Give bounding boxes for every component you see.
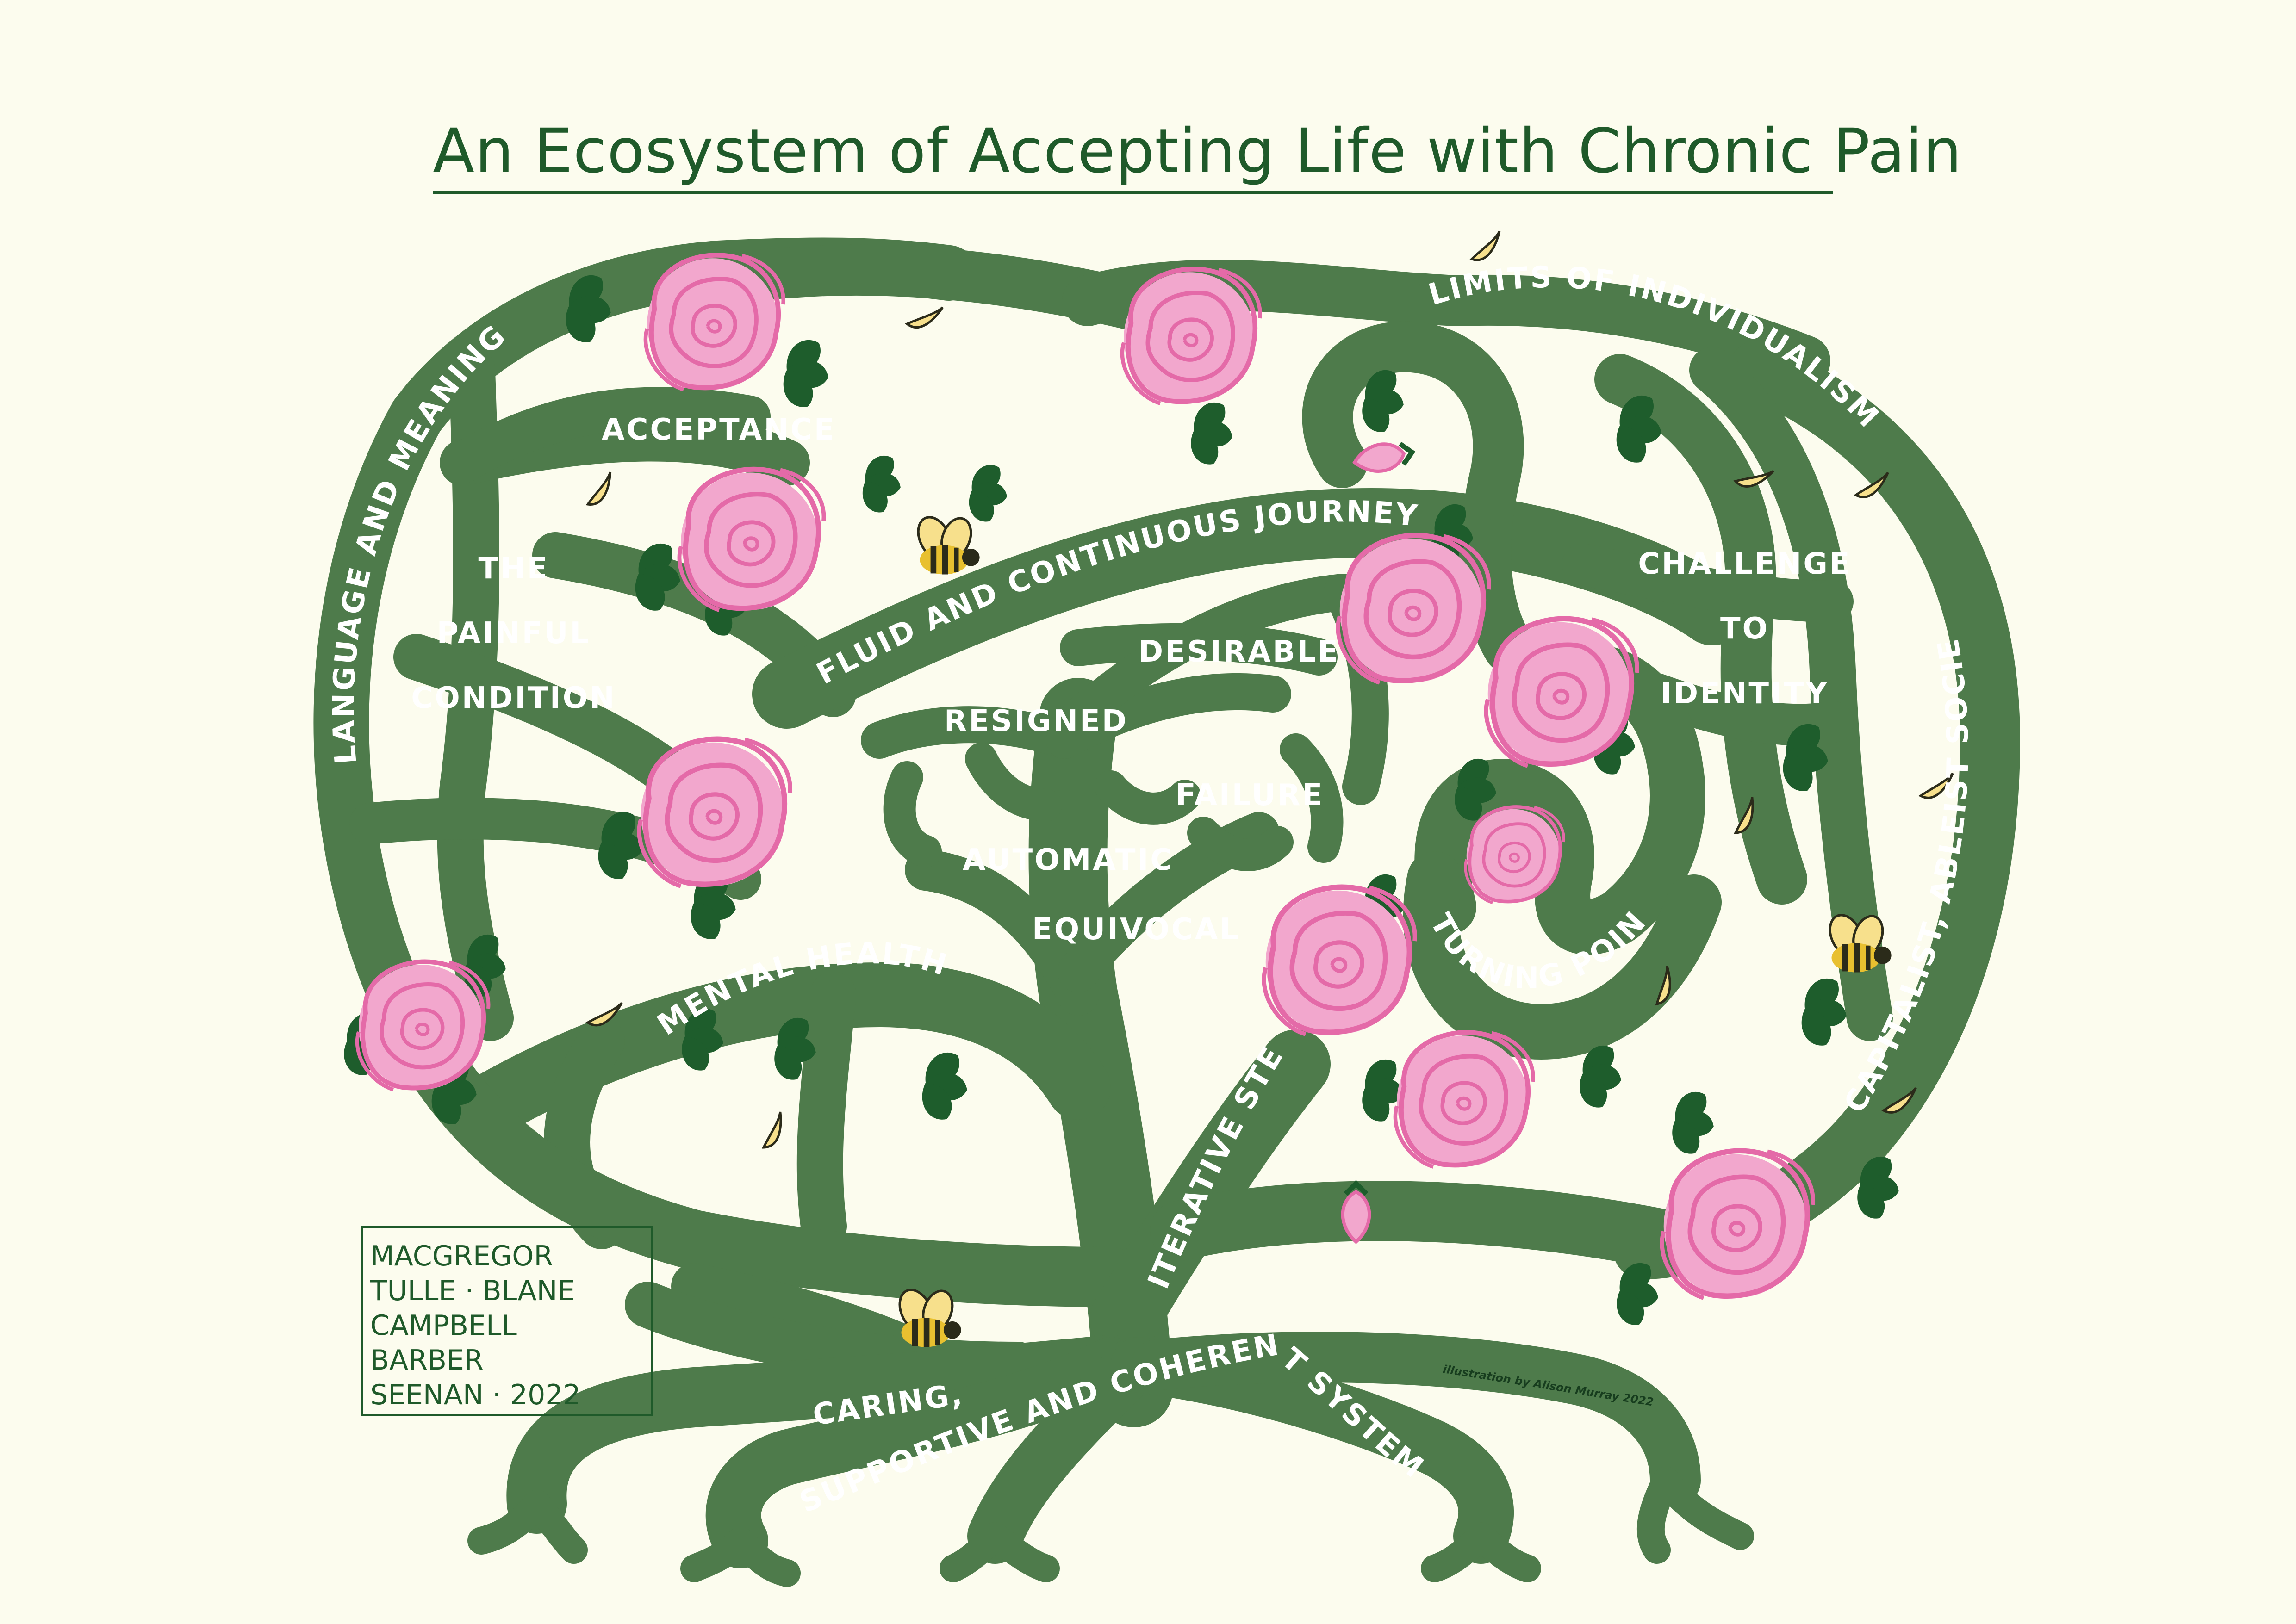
author-line: MACGREGOR [370, 1242, 554, 1270]
bee-icon [912, 512, 979, 575]
label-to: TO [1720, 612, 1769, 646]
leaf-icon [1665, 1085, 1716, 1159]
falling-petal-icon [754, 1112, 790, 1148]
label-resigned: RESIGNED [944, 704, 1128, 738]
rose-icon [646, 255, 784, 389]
falling-petal-icon [907, 298, 943, 335]
title-underline [433, 191, 1833, 194]
falling-petal-icon [1472, 231, 1500, 260]
label-the: THE [479, 552, 549, 586]
label-condition: CONDITION [411, 681, 616, 715]
rosebud-icon [1343, 1184, 1369, 1242]
leaf-icon [1183, 396, 1235, 470]
leaf-icon [1793, 971, 1849, 1052]
author-line: TULLE · BLANE [370, 1277, 575, 1305]
leaf-icon [856, 450, 903, 518]
leaf-icon [914, 1045, 970, 1126]
rose-icon [639, 739, 790, 886]
tree-branches [313, 237, 2020, 1587]
label-automatic: AUTOMATIC [963, 843, 1174, 877]
leaf-icon [775, 333, 831, 413]
rose-icon [1264, 887, 1415, 1034]
author-line: CAMPBELL [370, 1312, 517, 1339]
rose-icon [1338, 535, 1489, 682]
label-acceptance: ACCEPTANCE [602, 413, 836, 447]
label-identity: IDENTITY [1661, 676, 1829, 711]
rose-icon [679, 469, 824, 610]
label-equivocal: EQUIVOCAL [1032, 912, 1240, 947]
label-painful: PAINFUL [437, 616, 591, 651]
leaf-icon [962, 459, 1009, 527]
page-title: An Ecosystem of Accepting Life with Chro… [433, 116, 1962, 187]
authors-box [361, 1226, 653, 1416]
author-line: SEENAN · 2022 [370, 1381, 581, 1409]
author-line: BARBER [370, 1346, 484, 1374]
label-challenge: CHALLENGE [1638, 547, 1851, 581]
rose-icon [1662, 1151, 1813, 1298]
label-desirable: DESIRABLE [1139, 635, 1340, 669]
label-failure: FAILURE [1176, 778, 1324, 812]
falling-petal-icon [583, 472, 616, 505]
rose-icon [1122, 269, 1260, 403]
rose-icon [1395, 1032, 1533, 1166]
